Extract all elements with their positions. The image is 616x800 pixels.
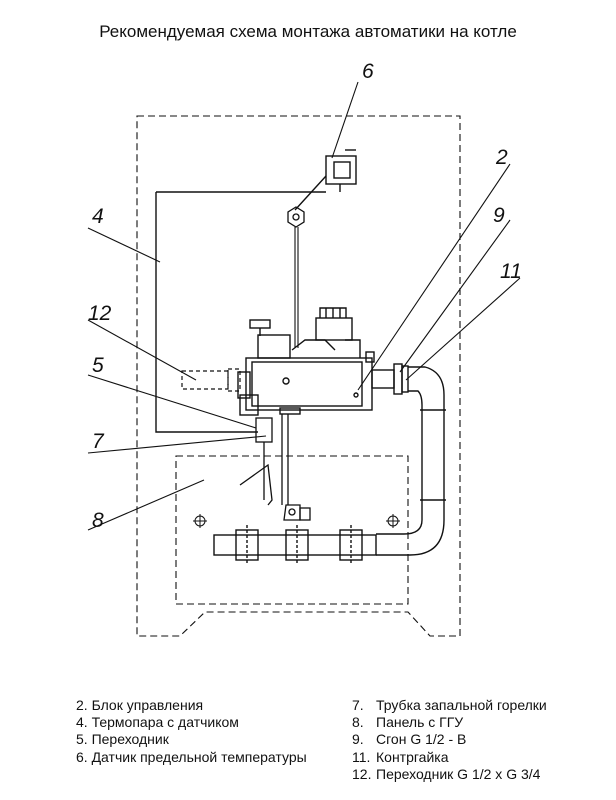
legend-num: 9. [352, 731, 364, 748]
left-adapter [181, 368, 241, 392]
callout-12: 12 [88, 302, 112, 325]
callout-2: 2 [495, 146, 508, 169]
legend-item: 8. Панель с ГГУ [352, 714, 547, 731]
callout-7: 7 [92, 430, 105, 453]
callout-6: 6 [362, 60, 374, 83]
legend-item: 12.Переходник G 1/2 x G 3/4 [352, 766, 547, 783]
legend-num: 12. [352, 765, 372, 782]
callout-5: 5 [92, 354, 104, 377]
legend-num: 11. [352, 748, 371, 765]
legend-item: 11. Контргайка [352, 749, 547, 766]
legend-text: Датчик предельной температуры [91, 748, 307, 765]
outlet-fitting [371, 363, 446, 556]
legend-text: Переходник G 1/2 x G 3/4 [376, 765, 541, 782]
callout-4: 4 [92, 205, 104, 228]
legend-num: 7. [352, 697, 364, 713]
legend-item: 6. Датчик предельной температуры [76, 749, 307, 766]
legend-item: 4. Термопара с датчиком [76, 714, 307, 731]
legend-num: 4. [76, 714, 88, 731]
diagram-title: Рекомендуемая схема монтажа автоматики н… [99, 22, 517, 41]
legend-text: Панель с ГГУ [376, 714, 464, 731]
legend-left: 2. Блок управления 4. Термопара с датчик… [76, 697, 307, 766]
legend-text: Сгон G 1/2 - В [376, 731, 467, 748]
capillary-nut [287, 206, 305, 348]
leader-lines [87, 81, 521, 531]
legend-text: Контргайка [376, 748, 449, 765]
boiler-casing [136, 115, 461, 637]
legend-num: 2. [76, 697, 88, 713]
thermocouple-and-pilot-tube [239, 414, 311, 521]
legend-num: 6. [76, 748, 88, 765]
legend-item: 9. Сгон G 1/2 - В [352, 731, 547, 748]
burner-panel [175, 455, 409, 605]
legend-text: Блок управления [91, 697, 204, 713]
callout-8: 8 [92, 509, 104, 532]
burner-manifold [213, 525, 377, 565]
temperature-limit-sensor [294, 149, 357, 211]
legend-text: Термопара с датчиком [91, 714, 239, 731]
legend-num: 8. [352, 714, 364, 731]
mounting-plate [155, 191, 326, 433]
legend-text: Переходник [91, 731, 169, 748]
callout-11: 11 [500, 260, 522, 283]
legend-item: 2. Блок управления [76, 697, 307, 714]
legend-item: 5. Переходник [76, 731, 307, 748]
gas-control-block [237, 307, 375, 416]
legend-item: 7. Трубка запальной горелки [352, 697, 547, 714]
legend-right: 7. Трубка запальной горелки 8. Панель с ГГ… [352, 697, 547, 783]
legend-text: Трубка запальной горелки [376, 697, 547, 713]
panel-bolts [193, 514, 400, 528]
legend-num: 5. [76, 731, 88, 748]
callout-9: 9 [493, 204, 505, 227]
